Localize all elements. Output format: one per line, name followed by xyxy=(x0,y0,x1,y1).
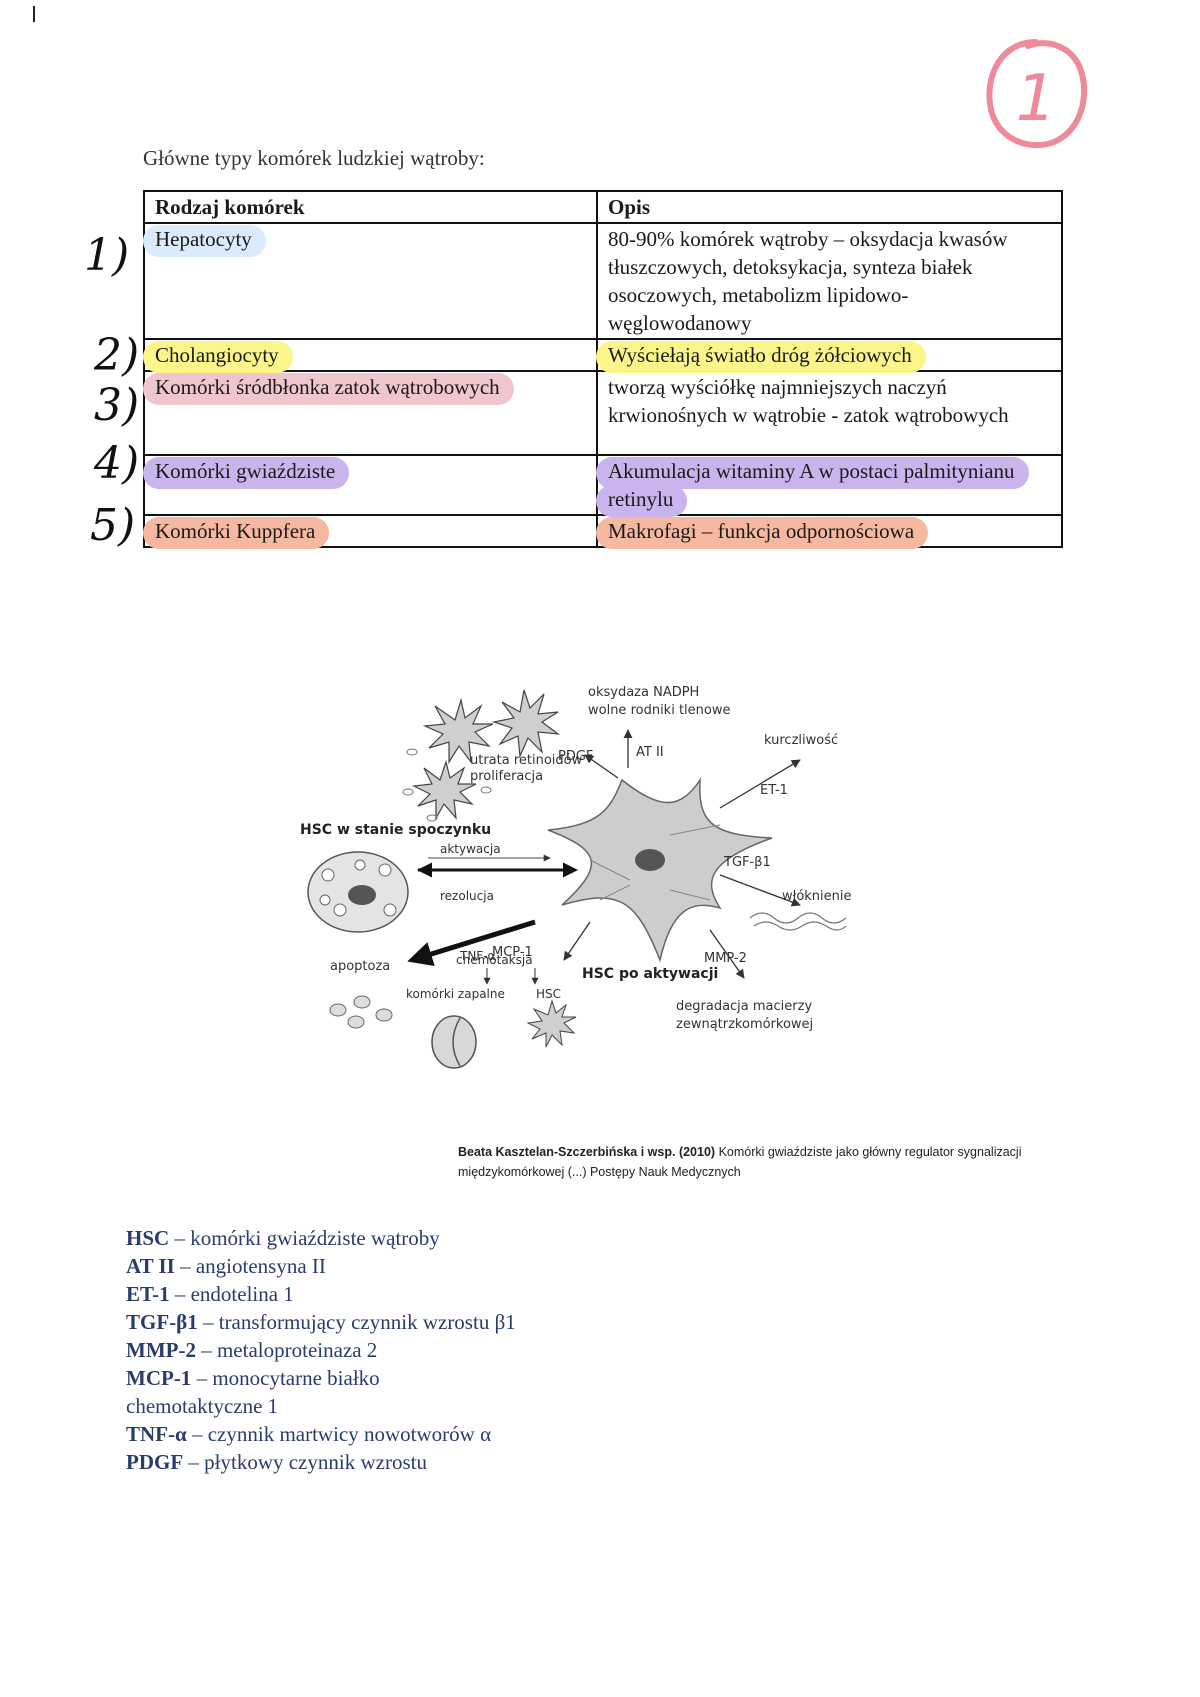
circled-number: 1 xyxy=(1016,62,1057,136)
label-contractility: kurczliwość xyxy=(764,733,838,748)
label-resting-hsc: HSC w stanie spoczynku xyxy=(300,822,491,838)
label-pdgf: PDGF xyxy=(558,749,593,764)
label-activated-hsc: HSC po aktywacji xyxy=(582,966,718,982)
table-row: Komórki śródbłonka zatok wątrobowych two… xyxy=(143,370,1063,456)
legend-item: HSC – komórki gwiaździste wątroby xyxy=(126,1226,440,1250)
legend-item: TGF-β1 – transformujący czynnik wzrostu … xyxy=(126,1310,516,1334)
cell-description: Makrofagi – funkcja odpornościowa xyxy=(596,517,929,549)
cell-type-name: Komórki gwiaździste xyxy=(143,457,350,489)
proliferating-cells xyxy=(411,689,561,821)
label-proliferation: proliferacja xyxy=(470,769,543,784)
activated-hsc-cell xyxy=(547,777,773,963)
intro-text: Główne typy komórek ludzkiej wątroby: xyxy=(143,146,485,170)
cell-types-table: Rodzaj komórek Opis Hepatocyty 80-90% ko… xyxy=(143,190,1063,549)
citation-authors: Beata Kasztelan-Szczerbińska i wsp. xyxy=(458,1145,676,1159)
label-radicals: wolne rodniki tlenowe xyxy=(588,703,731,718)
marker-4: 4) xyxy=(93,438,139,489)
label-resolution: rezolucja xyxy=(440,889,494,903)
label-nadph: oksydaza NADPH xyxy=(588,685,699,700)
legend-item: AT II – angiotensyna II xyxy=(126,1254,326,1278)
table-row: Cholangiocyty Wyściełają światło dróg żó… xyxy=(143,338,1063,373)
label-mcp1: MCP-1 xyxy=(492,945,533,960)
header-cell-type: Rodzaj komórek xyxy=(143,190,598,224)
label-degradation-1: degradacja macierzy xyxy=(676,999,812,1014)
label-chemotaxis: chemotaksja xyxy=(456,953,533,967)
cell-type-name: Komórki śródbłonka zatok wątrobowych xyxy=(143,373,514,405)
cell-description: 80-90% komórek wątroby – oksydacja kwasó… xyxy=(596,222,1063,340)
table-header-row: Rodzaj komórek Opis xyxy=(143,190,1063,224)
cell-description: Wyściełają światło dróg żółciowych xyxy=(596,341,926,373)
apoptotic-bodies xyxy=(329,995,393,1029)
citation-title-1: Komórki gwiaździste jako główny regulato… xyxy=(718,1145,1022,1159)
label-fibrosis: włóknienie xyxy=(782,889,852,904)
citation-year: (2010) xyxy=(678,1145,716,1159)
handwritten-markers: 1) 2) 3) 4) 5) xyxy=(84,230,139,551)
label-degradation-2: zewnątrzkomórkowej xyxy=(676,1017,813,1032)
table-row: Hepatocyty 80-90% komórek wątroby – oksy… xyxy=(143,222,1063,340)
marker-3: 3) xyxy=(94,380,139,431)
label-apoptosis: apoptoza xyxy=(330,959,390,974)
label-at2: AT II xyxy=(636,745,664,760)
abbreviation-legend: HSC – komórki gwiaździste wątroby AT II … xyxy=(126,1224,646,1476)
cell-type-name: Cholangiocyty xyxy=(143,341,293,373)
label-inflammatory-cells: komórki zapalne xyxy=(406,987,505,1001)
inflammatory-cell xyxy=(431,1015,477,1069)
label-mmp2: MMP-2 xyxy=(704,951,747,966)
label-tnf: TNF-α xyxy=(459,949,496,963)
label-retinoid-loss: utrata retinoidów xyxy=(470,753,583,768)
table-row: Komórki Kuppfera Makrofagi – funkcja odp… xyxy=(143,514,1063,549)
legend-item: MCP-1 – monocytarne białko chemotaktyczn… xyxy=(126,1366,380,1418)
legend-item: MMP-2 – metaloproteinaza 2 xyxy=(126,1338,378,1362)
label-tgf: TGF-β1 xyxy=(723,855,771,870)
marker-5: 5) xyxy=(90,500,135,551)
header-cell-description: Opis xyxy=(596,190,1063,224)
label-et1: ET-1 xyxy=(760,783,788,798)
figure-citation: Beata Kasztelan-Szczerbińska i wsp. (201… xyxy=(458,1142,1138,1182)
marker-1: 1) xyxy=(84,230,129,281)
cell-type-name: Komórki Kuppfera xyxy=(143,517,330,549)
cursor-mark xyxy=(33,6,35,22)
cell-type-name: Hepatocyty xyxy=(143,225,266,257)
circled-number-annotation: 1 xyxy=(986,39,1088,149)
cell-description: Akumulacja witaminy A w postaci palmityn… xyxy=(596,457,1029,517)
label-hsc-small: HSC xyxy=(536,987,561,1001)
cell-description: tworzą wyściółkę najmniejszych naczyń kr… xyxy=(596,370,1063,456)
table-row: Komórki gwiaździste Akumulacja witaminy … xyxy=(143,454,1063,517)
legend-item: ET-1 – endotelina 1 xyxy=(126,1282,294,1306)
hsc-activation-diagram: utrata retinoidów proliferacja HSC w sta… xyxy=(300,685,852,1069)
legend-item: TNF-α – czynnik martwicy nowotworów α xyxy=(126,1422,492,1446)
legend-item: PDGF – płytkowy czynnik wzrostu xyxy=(126,1450,427,1474)
citation-title-2: międzykomórkowej (...) Postępy Nauk Medy… xyxy=(458,1165,741,1179)
small-hsc-cell xyxy=(526,999,577,1048)
fibers xyxy=(749,912,847,931)
marker-2: 2) xyxy=(93,330,139,381)
label-activation: aktywacja xyxy=(440,842,501,856)
